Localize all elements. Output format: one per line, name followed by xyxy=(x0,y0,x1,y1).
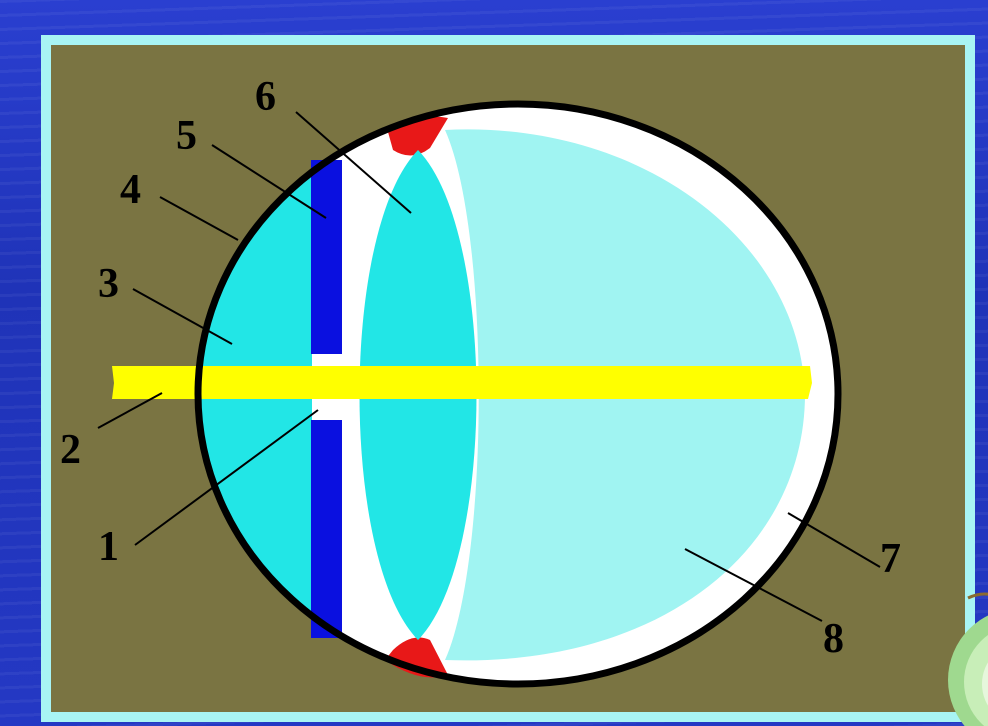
iris-lower xyxy=(311,420,342,638)
label-4: 4 xyxy=(120,167,141,213)
label-2: 2 xyxy=(60,427,81,473)
label-3: 3 xyxy=(98,261,119,307)
label-8: 8 xyxy=(823,616,844,662)
label-6: 6 xyxy=(255,74,276,120)
label-7: 7 xyxy=(880,536,901,582)
light-ray xyxy=(112,366,812,399)
iris-upper xyxy=(311,160,342,354)
label-1: 1 xyxy=(98,524,119,570)
label-5: 5 xyxy=(176,113,197,159)
